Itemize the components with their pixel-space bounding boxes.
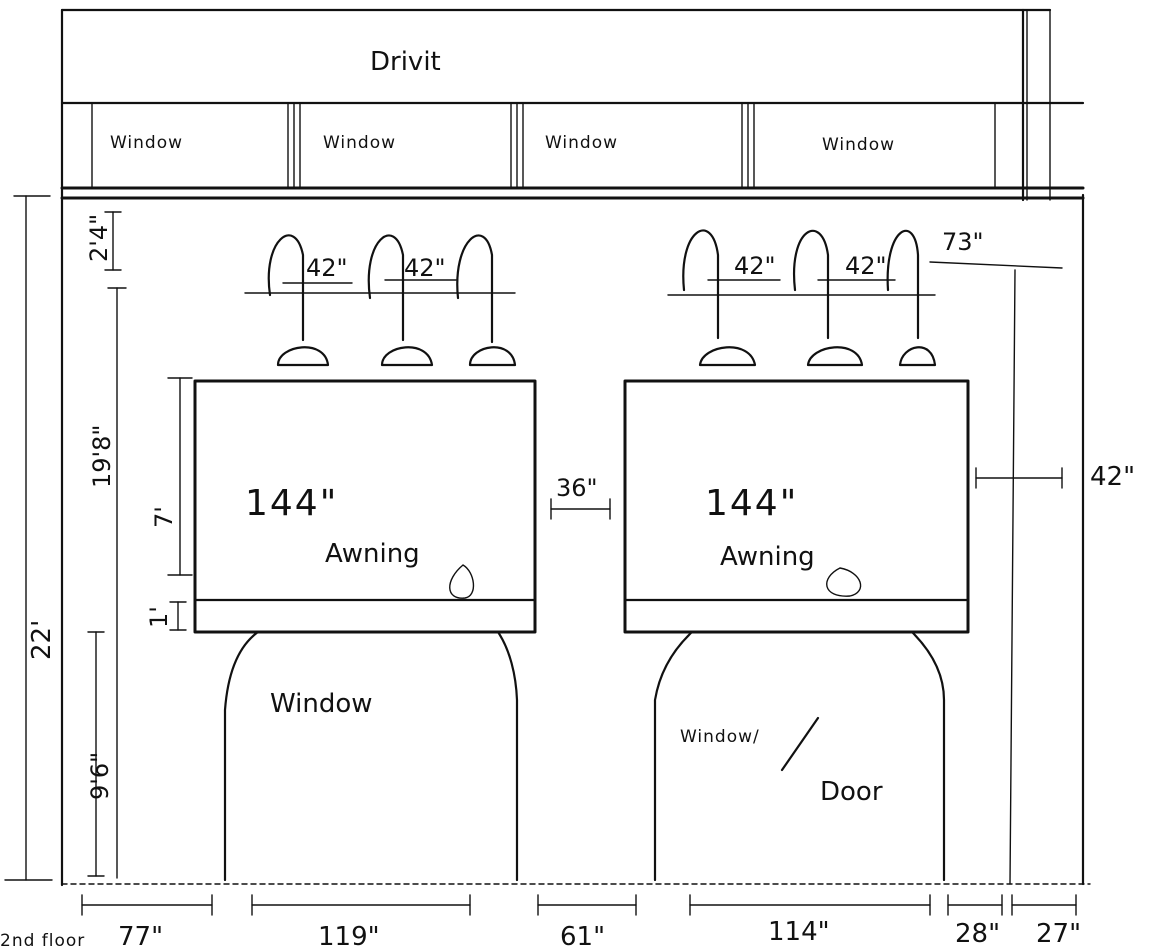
awning-left-width: 144": [245, 483, 338, 524]
bdim-1: 77": [118, 922, 163, 952]
vdim-top: 2'4": [85, 214, 113, 262]
bdim-6: 27": [1036, 919, 1081, 949]
lower-window-door-right: Window/ Door: [653, 630, 946, 882]
awning-left-label: Awning: [325, 539, 420, 569]
awning-right-width: 144": [705, 483, 798, 524]
building-outline: [60, 8, 1091, 887]
bdim-4: 114": [768, 917, 830, 947]
vdim-band: 1': [145, 606, 173, 628]
light-spacing-3: 42": [734, 252, 776, 280]
lower-window-left-label: Window: [270, 689, 373, 719]
awning-gap-dimension: 36": [550, 474, 611, 520]
upper-window-row: Window Window Window Window: [60, 102, 1085, 200]
light-spacing-2: 42": [404, 254, 446, 282]
corner-note: 2nd floor: [0, 931, 85, 951]
awning-right-offset-dimension: 42": [975, 462, 1135, 492]
upper-window-label-1: Window: [110, 133, 183, 153]
upper-window-label-3: Window: [545, 133, 618, 153]
vertical-dimensions: 22' 2'4" 19'8" 7' 1' 9'6": [4, 195, 193, 881]
awning-gap-label: 36": [556, 474, 598, 502]
lower-door-label-line2: Door: [820, 777, 883, 807]
awning-right-label: Awning: [720, 542, 815, 572]
awning-left: 144" Awning: [193, 379, 537, 634]
vdim-overall: 22': [27, 620, 57, 660]
light-spacing-1: 42": [306, 254, 348, 282]
drivit-label: Drivit: [370, 47, 441, 77]
right-light-offset: 73": [942, 228, 984, 256]
lower-window-left: Window: [223, 630, 519, 882]
light-fixtures-right: 42" 42" 73": [667, 228, 1063, 367]
light-fixtures-left: 42" 42": [244, 234, 517, 367]
bdim-5: 28": [955, 919, 1000, 949]
vdim-upper: 19'8": [88, 425, 116, 488]
drivit-band: Drivit: [60, 47, 1085, 105]
vdim-awning: 7': [150, 506, 178, 528]
lower-door-label-line1: Window/: [680, 727, 760, 747]
upper-window-label-2: Window: [323, 133, 396, 153]
upper-window-label-4: Window: [822, 135, 895, 155]
awning-right: 144" Awning: [623, 379, 970, 634]
bdim-2: 119": [318, 922, 380, 952]
bdim-3: 61": [560, 922, 605, 952]
light-spacing-4: 42": [845, 252, 887, 280]
bottom-dimensions: 77" 119" 61" 114" 28" 27" 2nd floor: [0, 894, 1081, 952]
awning-right-offset-label: 42": [1090, 462, 1135, 492]
vdim-lower: 9'6": [86, 752, 114, 800]
